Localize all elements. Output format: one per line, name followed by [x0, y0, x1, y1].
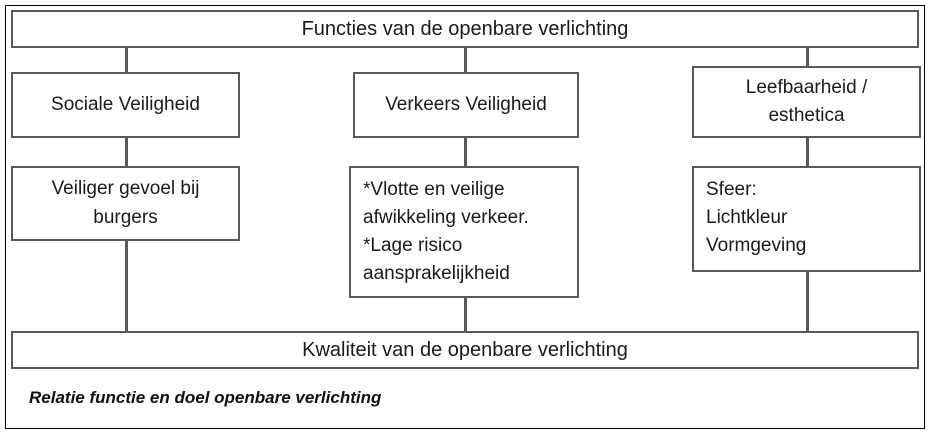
node-sfeer-lichtkleur-vormgeving-label: Sfeer: Lichtkleur Vormgeving [706, 179, 807, 257]
node-veiliger-gevoel-bij-burgers-label: Veiliger gevoel bij burgers [51, 178, 200, 228]
node-sociale-veiligheid: Sociale Veiligheid [11, 72, 240, 138]
node-leefbaarheid-esthetica-label: Leefbaarheid / esthetica [745, 76, 868, 126]
connector-col2-to-bottom [464, 298, 467, 331]
bottom-banner-kwaliteit: Kwaliteit van de openbare verlichting [11, 331, 919, 369]
connector-top-to-col3 [806, 48, 809, 72]
figure-caption: Relatie functie en doel openbare verlich… [29, 388, 381, 408]
node-verkeers-veiligheid: Verkeers Veiligheid [353, 72, 579, 138]
node-verkeers-veiligheid-label: Verkeers Veiligheid [385, 93, 547, 115]
node-veiliger-gevoel-bij-burgers: Veiliger gevoel bij burgers [11, 166, 240, 241]
node-sfeer-lichtkleur-vormgeving: Sfeer: Lichtkleur Vormgeving [692, 166, 921, 272]
node-vlotte-veilige-afwikkeling: *Vlotte en veilige afwikkeling verkeer. … [349, 166, 579, 298]
node-sociale-veiligheid-label: Sociale Veiligheid [51, 93, 200, 115]
top-banner-functies: Functies van de openbare verlichting [11, 10, 919, 48]
connector-col3-to-detail [806, 138, 809, 168]
connector-col3-to-bottom [806, 272, 809, 331]
connector-col1-to-bottom [125, 241, 128, 331]
connector-top-to-col2 [464, 48, 467, 72]
connector-col1-to-detail [125, 138, 128, 168]
node-vlotte-veilige-afwikkeling-label: *Vlotte en veilige afwikkeling verkeer. … [363, 179, 529, 285]
top-banner-label: Functies van de openbare verlichting [301, 17, 629, 40]
connector-top-to-col1 [125, 48, 128, 72]
connector-col2-to-detail [464, 138, 467, 168]
node-leefbaarheid-esthetica: Leefbaarheid / esthetica [692, 66, 921, 138]
bottom-banner-label: Kwaliteit van de openbare verlichting [302, 338, 628, 361]
figure-caption-text: Relatie functie en doel openbare verlich… [29, 388, 382, 407]
